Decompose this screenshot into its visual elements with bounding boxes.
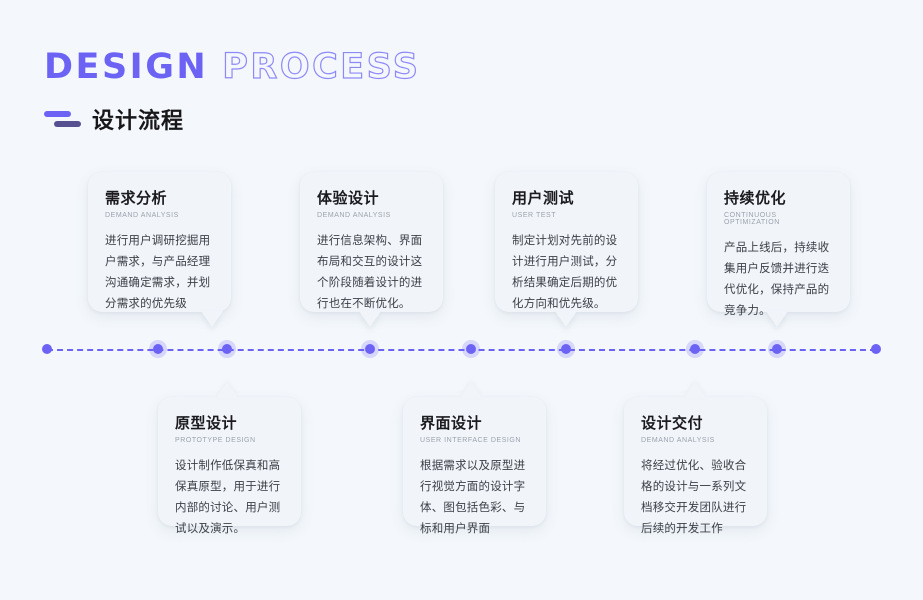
double-bar-decoration-icon xyxy=(44,108,82,130)
title-process-word: PROCESS xyxy=(222,46,421,87)
card-body: 设计制作低保真和高保真原型，用于进行内部的讨论、用户测试以及演示。 xyxy=(175,457,281,536)
process-card-prototype-design[interactable]: 原型设计 PROTOTYPE DESIGN 设计制作低保真和高保真原型，用于进行… xyxy=(158,382,301,535)
card-subtitle: DEMAND ANALYSIS xyxy=(105,211,179,219)
card-title: 用户测试 xyxy=(512,189,575,207)
process-card-user-interface-design[interactable]: 界面设计 USER INTERFACE DESIGN 根据需求以及原型进行视觉方… xyxy=(403,382,546,535)
card-subtitle: DEMAND ANALYSIS xyxy=(317,211,391,219)
card-title: 需求分析 xyxy=(105,189,168,207)
card-title: 设计交付 xyxy=(641,414,704,432)
card-subtitle: CONTINUOUS OPTIMIZATION xyxy=(724,211,780,226)
card-body: 进行用户调研挖掘用户需求，与产品经理沟通确定需求，并划分需求的优先级 xyxy=(105,232,211,311)
subtitle-row: 设计流程 xyxy=(44,104,564,134)
timeline-dot xyxy=(768,340,786,358)
process-card-continuous-optimization[interactable]: 持续优化 CONTINUOUS OPTIMIZATION 产品上线后，持续收集用… xyxy=(707,172,850,327)
card-subtitle: PROTOTYPE DESIGN xyxy=(175,436,256,444)
process-card-demand-analysis[interactable]: 需求分析 DEMAND ANALYSIS 进行用户调研挖掘用户需求，与产品经理沟… xyxy=(88,172,231,327)
card-tail-up xyxy=(460,382,482,398)
title-row: DESIGN PROCESS xyxy=(44,46,564,88)
page-subtitle: 设计流程 xyxy=(92,109,185,134)
card-body: 进行信息架构、界面布局和交互的设计这个阶段随着设计的进行也在不断优化。 xyxy=(317,232,423,311)
process-card-experience-design[interactable]: 体验设计 DEMAND ANALYSIS 进行信息架构、界面布局和交互的设计这个… xyxy=(300,172,443,327)
card-title: 原型设计 xyxy=(175,414,238,432)
card-body: 制定计划对先前的设计进行用户测试，分析结果确定后期的优化方向和优先级。 xyxy=(512,232,618,311)
card-body: 将经过优化、验收合格的设计与一系列文档移交开发团队进行后续的开发工作 xyxy=(641,457,747,536)
process-card-design-delivery[interactable]: 设计交付 DEMAND ANALYSIS 将经过优化、验收合格的设计与一系列文档… xyxy=(624,382,767,535)
deco-bar-bottom xyxy=(54,121,81,127)
card-subtitle: USER INTERFACE DESIGN xyxy=(420,436,522,444)
timeline-dot xyxy=(557,340,575,358)
card-tail-up xyxy=(216,382,238,398)
title-design-word: DESIGN xyxy=(44,47,209,87)
deco-bar-top xyxy=(44,111,71,117)
timeline-dot xyxy=(462,340,480,358)
card-subtitle: USER TEST xyxy=(512,211,557,219)
timeline-dot xyxy=(686,340,704,358)
card-tail-down xyxy=(555,311,577,327)
card-title: 持续优化 xyxy=(724,189,787,207)
timeline-dot xyxy=(218,340,236,358)
timeline-dot xyxy=(149,340,167,358)
card-tail-down xyxy=(766,311,788,327)
timeline-dot xyxy=(361,340,379,358)
card-body: 产品上线后，持续收集用户反馈并进行迭代优化，保持产品的竞争力。 xyxy=(724,239,830,318)
card-title: 界面设计 xyxy=(420,414,483,432)
card-tail-down xyxy=(359,311,381,327)
timeline-dot xyxy=(42,344,52,354)
timeline xyxy=(0,340,923,358)
card-tail-down xyxy=(201,311,223,327)
card-subtitle: DEMAND ANALYSIS xyxy=(641,436,715,444)
process-card-user-test[interactable]: 用户测试 USER TEST 制定计划对先前的设计进行用户测试，分析结果确定后期… xyxy=(495,172,638,327)
card-tail-up xyxy=(684,382,706,398)
card-title: 体验设计 xyxy=(317,189,380,207)
page-header: DESIGN PROCESS 设计流程 xyxy=(44,46,564,146)
card-body: 根据需求以及原型进行视觉方面的设计字体、图包括色彩、与标和用户界面 xyxy=(420,457,526,536)
timeline-dot xyxy=(871,344,881,354)
timeline-dashed-line xyxy=(47,349,876,351)
